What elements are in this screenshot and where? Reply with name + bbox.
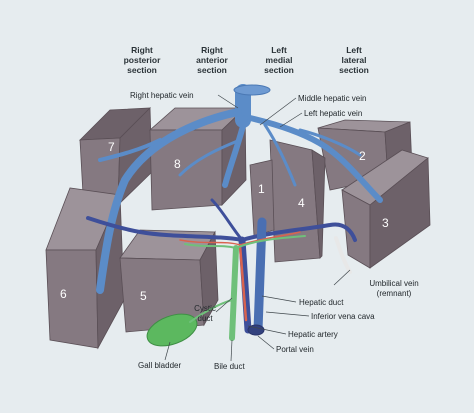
svg-text:Right: Right (131, 45, 153, 55)
svg-text:section: section (127, 65, 157, 75)
segment-5-number: 5 (140, 289, 147, 303)
svg-text:section: section (264, 65, 294, 75)
header-right-posterior: Right posterior section (124, 45, 162, 75)
svg-text:section: section (197, 65, 227, 75)
svg-text:Left: Left (346, 45, 362, 55)
svg-text:Cystic: Cystic (194, 304, 216, 313)
segment-3-block (341, 149, 431, 269)
segment-1-block (249, 159, 275, 237)
segment-4-number: 4 (298, 196, 305, 210)
header-left-medial: Left medial section (264, 45, 294, 75)
svg-text:Right: Right (201, 45, 223, 55)
label-portal-vein: Portal vein (276, 345, 314, 354)
label-umbilical-vein: Umbilical vein (remnant) (369, 279, 418, 298)
segment-3-number: 3 (382, 216, 389, 230)
svg-text:posterior: posterior (124, 55, 162, 65)
svg-text:medial: medial (266, 55, 293, 65)
label-cystic-duct: Cystic duct (194, 304, 216, 323)
label-middle-hepatic-vein: Middle hepatic vein (298, 94, 366, 103)
segment-6-block (45, 187, 125, 350)
gall-bladder-shape (146, 313, 198, 347)
segment-8-number: 8 (174, 157, 181, 171)
label-hepatic-duct: Hepatic duct (299, 298, 344, 307)
label-right-hepatic-vein: Right hepatic vein (130, 91, 194, 100)
segment-2-number: 2 (359, 149, 366, 163)
label-gall-bladder: Gall bladder (138, 361, 181, 370)
label-hepatic-artery: Hepatic artery (288, 330, 338, 339)
svg-text:Umbilical vein: Umbilical vein (369, 279, 418, 288)
label-inferior-vena-cava: Inferior vena cava (311, 312, 375, 321)
header-left-lateral: Left lateral section (339, 45, 369, 75)
label-left-hepatic-vein: Left hepatic vein (304, 109, 362, 118)
leader-lines (164, 94, 351, 362)
svg-text:duct: duct (197, 314, 213, 323)
hepatic-veins (96, 84, 383, 294)
segment-6-number: 6 (60, 287, 67, 301)
svg-text:anterior: anterior (196, 55, 228, 65)
svg-text:Left: Left (271, 45, 287, 55)
svg-text:(remnant): (remnant) (377, 289, 412, 298)
label-bile-duct: Bile duct (214, 362, 245, 371)
svg-text:section: section (339, 65, 369, 75)
svg-text:lateral: lateral (341, 55, 366, 65)
header-right-anterior: Right anterior section (196, 45, 228, 75)
segment-7-number: 7 (108, 140, 115, 154)
segment-1-number: 1 (258, 182, 265, 196)
hilar-vessels (86, 198, 357, 341)
